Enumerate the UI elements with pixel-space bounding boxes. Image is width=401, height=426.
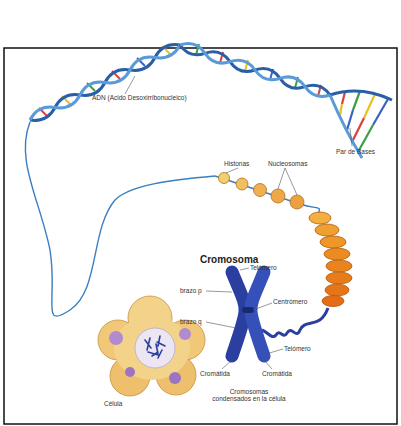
part-label: ADN (Acido Desoxirribonucleico): [92, 94, 187, 101]
leader-lines: [206, 268, 283, 369]
cell: [98, 296, 205, 396]
base-pair-ladder: [340, 91, 388, 152]
part-label: Histonas: [224, 160, 249, 167]
nucleosomes: [219, 173, 305, 210]
leader-line: [285, 168, 297, 195]
part-label: Célula: [104, 400, 122, 407]
section-heading: Cromosoma: [200, 254, 258, 266]
part-label: Telómero: [250, 264, 277, 271]
part-label: Telómero: [284, 345, 311, 352]
chromatin-fiber: [262, 308, 328, 337]
helix-strand: [330, 91, 392, 100]
part-label: Centrómero: [273, 298, 307, 305]
leader-line: [350, 128, 352, 146]
leader-line: [278, 168, 285, 189]
leader-line: [226, 168, 238, 173]
frame: [4, 48, 397, 424]
part-label: brazo q: [180, 318, 202, 325]
part-label: Nucleosomas: [268, 160, 307, 167]
part-label: brazo p: [180, 287, 202, 294]
leader-line: [125, 76, 135, 94]
part-label: Cromátida: [200, 370, 230, 377]
linker-dna: [215, 176, 319, 214]
helix-strand: [30, 45, 180, 120]
part-label: Cromosomas condensados en la célula: [212, 388, 286, 403]
helix-strand: [180, 44, 330, 97]
dna-strand: [25, 122, 215, 316]
part-label: Par de Bases: [336, 148, 375, 155]
helix-strand: [30, 45, 180, 121]
part-label: Cromátida: [262, 370, 292, 377]
chromosome: [232, 272, 264, 356]
chromatin-coil: [309, 212, 352, 307]
